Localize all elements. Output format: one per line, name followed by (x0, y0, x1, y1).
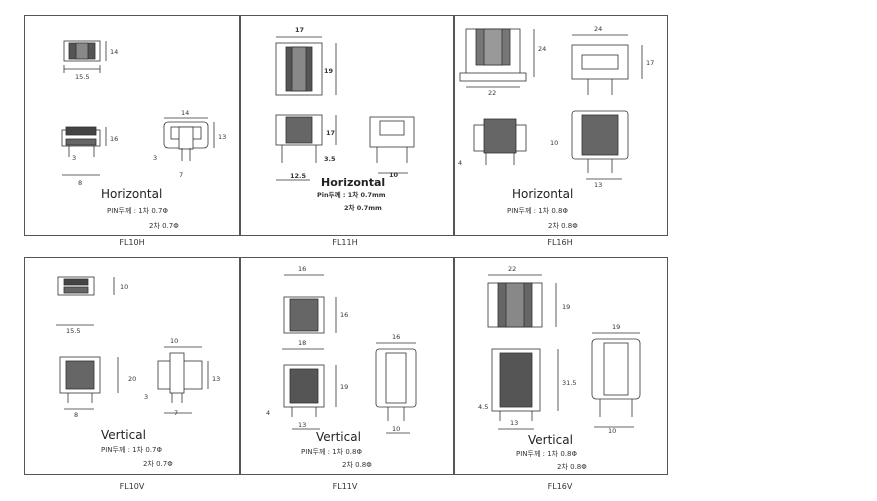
fl11v-title: Vertical (316, 430, 361, 444)
fl16h-caption: FL16H (547, 238, 573, 247)
panel-fl16h (454, 15, 668, 236)
fl10h-dim-c: 14 (181, 109, 189, 117)
fl16v-drawing: 22 19 19 31.5 4.5 13 10 (478, 265, 641, 435)
fl11h-dim-b: 19 (324, 67, 334, 75)
fl16v-pin2: 2차 0.8Φ (557, 463, 587, 471)
panel-fl10v (24, 257, 240, 475)
panel-fl10h (24, 15, 240, 236)
fl16h-dim-b: 22 (488, 89, 496, 97)
fl11v-dim-c: 18 (298, 339, 306, 347)
fl10h-pin2: 2차 0.7Φ (149, 222, 179, 230)
fl10v-drawing: 10 15.5 10 20 13 3 8 7 (56, 276, 220, 419)
fl16h-dim-e: 10 (550, 139, 558, 147)
fl16v-dim-a: 22 (508, 265, 516, 273)
fl16v-dim-e: 4.5 (478, 403, 488, 411)
fl10v-dim-a: 10 (120, 283, 128, 291)
fl11h-dim-f: 10 (389, 171, 399, 179)
fl11h-dim-a: 17 (295, 26, 304, 34)
fl16v-dim-c: 19 (612, 323, 620, 331)
fl11v-dim-h: 10 (392, 425, 400, 433)
fl11h-dim-e: 12.5 (290, 172, 307, 180)
fl10h-drawing: 14 15.5 14 16 13 3 3 8 7 (61, 40, 226, 187)
panel-fl11h (240, 15, 454, 236)
fl16v-dim-g: 10 (608, 427, 616, 435)
fl16h-dim-f: 4 (458, 159, 462, 167)
fl16v-dim-b: 19 (562, 303, 570, 311)
fl10v-dim-b: 15.5 (66, 327, 80, 335)
fl11h-drawing: 17 19 17 3.5 12.5 10 (275, 26, 415, 181)
fl10h-dim-h: 8 (78, 179, 82, 187)
fl16h-dim-c: 24 (594, 25, 602, 33)
fl10v-dim-e: 13 (212, 375, 220, 383)
panel-fl11v (240, 257, 454, 475)
fl11h-dim-d: 3.5 (324, 155, 336, 163)
fl16h-title: Horizontal (512, 187, 574, 201)
fl11v-dim-g: 13 (298, 421, 306, 429)
fl10v-dim-f: 3 (144, 393, 148, 401)
fl10h-dim-a: 14 (110, 48, 118, 56)
fl16v-dim-d: 31.5 (562, 379, 576, 387)
fl11h-title: Horizontal (321, 176, 386, 189)
fl10v-pin2: 2차 0.7Φ (143, 460, 173, 468)
fl11h-pin2: 2차 0.7mm (344, 204, 382, 212)
fl11v-pin2: 2차 0.8Φ (342, 461, 372, 469)
fl16v-dim-f: 13 (510, 419, 518, 427)
fl11h-dim-c: 17 (326, 129, 335, 137)
fl10v-caption: FL10V (119, 482, 145, 491)
fl10h-caption: FL10H (119, 238, 145, 247)
fl10h-title: Horizontal (101, 187, 163, 201)
fl10h-pin1: PIN두께 : 1차 0.7Φ (107, 207, 168, 215)
fl10h-dim-e: 13 (218, 133, 226, 141)
fl10h-dim-g: 3 (153, 154, 157, 162)
fl11v-dim-d: 16 (392, 333, 400, 341)
fl11v-dim-a: 16 (298, 265, 306, 273)
fl10v-dim-g: 8 (74, 411, 78, 419)
fl16h-dim-d: 17 (646, 59, 654, 67)
fl11v-caption: FL11V (332, 482, 358, 491)
fl16h-dim-a: 24 (538, 45, 546, 53)
fl16h-pin1: PIN두께 : 1차 0.8Φ (507, 207, 568, 215)
fl11h-caption: FL11H (332, 238, 358, 247)
fl10h-dim-d: 16 (110, 135, 118, 143)
fl11v-drawing: 16 16 18 16 19 4 13 10 (266, 265, 417, 434)
fl10h-dim-i: 7 (179, 171, 183, 179)
fl10v-title: Vertical (101, 428, 146, 442)
fl10v-dim-d: 20 (128, 375, 136, 383)
fl16v-title: Vertical (528, 433, 573, 447)
fl16h-dim-g: 13 (594, 181, 602, 189)
fl11v-pin1: PIN두께 : 1차 0.8Φ (301, 448, 362, 456)
fl16v-caption: FL16V (547, 482, 573, 491)
fl10v-dim-c: 10 (170, 337, 178, 345)
fl10v-pin1: PIN두께 : 1차 0.7Φ (101, 446, 162, 454)
fl11h-pin1: Pin두께 : 1차 0.7mm (317, 191, 386, 199)
fl16v-pin1: PIN두께 : 1차 0.8Φ (516, 450, 577, 458)
fl11v-dim-e: 19 (340, 383, 348, 391)
fl11v-dim-b: 16 (340, 311, 348, 319)
fl16h-drawing: 24 22 24 17 10 4 13 (458, 25, 654, 189)
fl10h-dim-b: 15.5 (75, 73, 89, 81)
panel-fl16v (454, 257, 668, 475)
fl10h-dim-f: 3 (72, 154, 76, 162)
fl10v-dim-h: 7 (174, 409, 178, 417)
fl11v-dim-f: 4 (266, 409, 270, 417)
fl16h-pin2: 2차 0.8Φ (548, 222, 578, 230)
